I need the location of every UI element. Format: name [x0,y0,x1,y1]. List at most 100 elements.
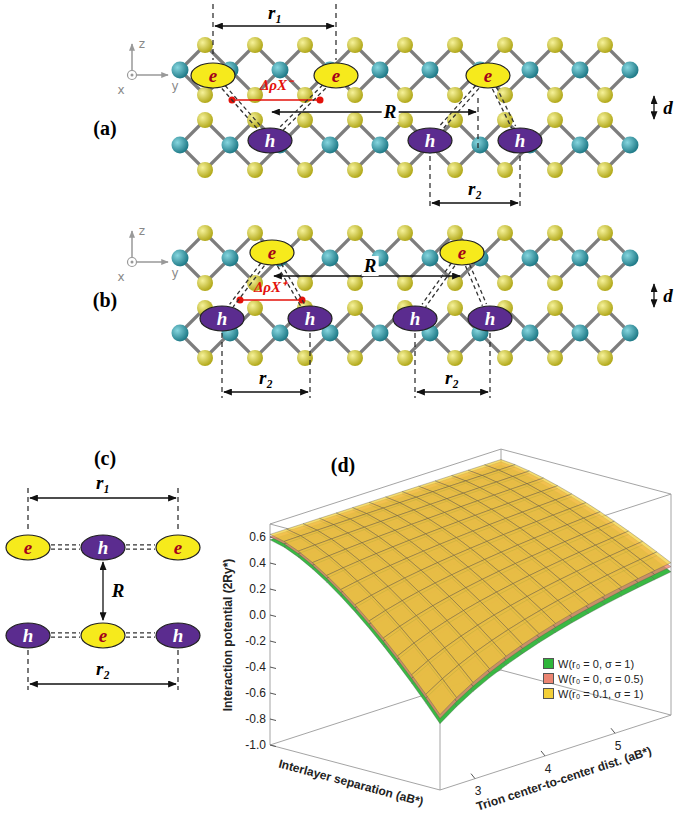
chalcogen-atom [447,162,463,178]
carrier-symbol: h [265,131,276,150]
ellipse-shape [6,535,50,560]
tick-mark [270,667,276,669]
exciton-bond [280,85,326,130]
metal-atom [422,250,439,267]
chalcogen-atom [397,275,413,291]
metal-atom [472,325,489,342]
dashed-line [466,266,483,306]
metal-atom [572,62,589,79]
charge-shift-label: ΔρX⁺ [254,280,286,296]
metal-atom [222,137,239,154]
guide-line [335,4,336,60]
dashed-line [126,632,155,633]
z-ticks [270,537,276,747]
chalcogen-atom [347,350,363,366]
exciton-bond [466,264,487,306]
axis-arrow [132,74,168,76]
guide-line [177,650,178,690]
exciton-bond [51,545,80,549]
chalcogen-atom [497,350,513,366]
metal-atom [622,250,639,267]
metal-atom [322,250,339,267]
hole-ellipse: h [247,127,293,154]
dimension-arrow [215,25,334,26]
metal-atom [422,325,439,342]
tick-mark [270,693,276,695]
chalcogen-atom [597,300,613,316]
surface-patch [426,679,457,715]
chalcogen-atom [397,350,413,366]
chalcogen-atom [597,87,613,103]
exciton-bond [422,263,455,307]
chalcogen-atom [197,350,213,366]
axis-title: Trion center-to-center dist. (aB*) [475,745,653,814]
electron-ellipse: e [249,239,295,266]
surface [270,459,671,714]
hole-ellipse: h [392,305,438,332]
dimension-symbol: r₂ [445,368,459,388]
chalcogen-atom [347,162,363,178]
dashed-line [225,86,261,127]
chalcogen-atom [347,300,363,316]
surface [270,465,671,724]
ellipse-outline [190,62,236,89]
ellipse-outline [155,534,201,561]
legend-text: W(r₀ = 0, σ = 0.5) [558,673,643,685]
metal-atom [522,62,539,79]
dashed-line [470,264,487,304]
mos2-layer [172,112,639,178]
electron-ellipse: e [190,62,236,89]
shift-dot [299,297,306,304]
electron-ellipse: e [313,62,359,89]
guide-line [519,156,520,208]
legend-row: W(r₀ = 0.1, σ = 1) [543,686,643,701]
metal-atom [172,250,189,267]
surface-plot [270,449,671,790]
dashed-line [51,549,80,550]
axis-dot [131,74,134,77]
metal-atom [322,137,339,154]
hole-ellipse: h [287,305,333,332]
hole-ellipse: h [467,305,513,332]
chalcogen-atom [597,37,613,53]
dimension-arrow [274,275,460,276]
tick-label: -0.4 [245,661,266,674]
metal-atom [372,325,389,342]
legend-swatch [543,658,554,669]
metal-atom [622,325,639,342]
guide-line [27,650,28,690]
chalcogen-atom [547,87,563,103]
electron-ellipse: e [155,534,201,561]
chalcogen-atom [447,225,463,241]
dimension-symbol: r₂ [466,179,484,199]
dashed-line [496,87,515,126]
chalcogen-atom [197,300,213,316]
chalcogen-atom [497,87,513,103]
ellipse-shape [250,240,294,265]
metal-atom [522,250,539,267]
chalcogen-atom [547,350,563,366]
carrier-symbol: h [173,626,184,645]
chalcogen-atom [247,162,263,178]
ellipse-outline [465,62,511,89]
dashed-line [230,263,261,304]
charge-shift-label: ΔρX⁻ [260,78,292,94]
ellipse-shape [393,306,437,331]
metal-atom [272,137,289,154]
chalcogen-atom [397,300,413,316]
dimension-arrow [30,683,176,684]
guide-line [414,333,415,398]
chalcogen-atom [597,112,613,128]
hole-ellipse: h [155,622,201,649]
guide-line [221,333,222,398]
dimension-arrow [653,284,654,307]
metal-atom [622,137,639,154]
axis-out-of-page [128,71,137,80]
chalcogen-atom [247,225,263,241]
dashed-line [51,632,80,633]
ellipse-shape [156,623,200,648]
